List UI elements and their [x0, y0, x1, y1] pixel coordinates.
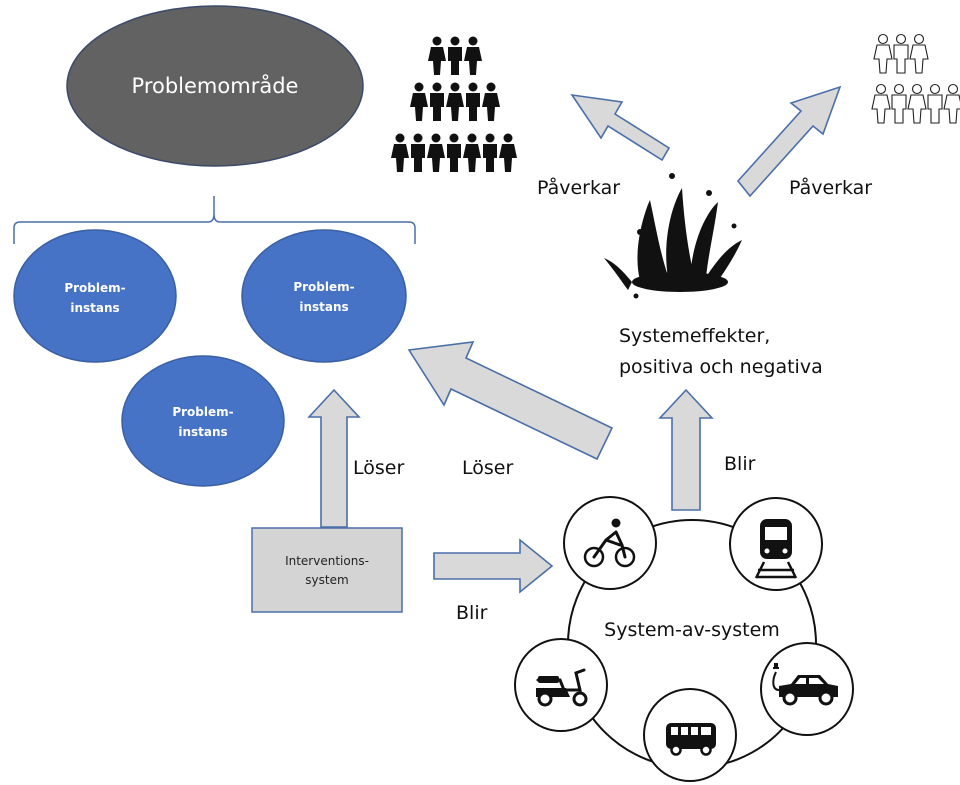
- label-loser-left: Löser: [353, 457, 404, 479]
- crowd-outline-icon: [871, 33, 960, 124]
- label-paverkar-left: Påverkar: [537, 176, 620, 199]
- problem-area-ellipse: [66, 5, 364, 167]
- problem-instance-1-line2: instans: [70, 301, 119, 315]
- problem-instance-2-line1: Problem-: [293, 280, 354, 294]
- intervention-line2: system: [305, 573, 348, 587]
- problem-instance-1-line1: Problem-: [64, 281, 125, 295]
- problem-instance-3: Problem- instans: [121, 355, 285, 487]
- label-paverkar-right: Påverkar: [789, 176, 872, 199]
- system-effects-line2: positiva och negativa: [619, 356, 823, 378]
- system-effects-line1: Systemeffekter,: [619, 325, 770, 347]
- bus-icon: [643, 688, 737, 782]
- arrow-paverkar-right: [736, 85, 842, 198]
- arrow-loser-diagonal: [407, 341, 614, 461]
- label-loser-right: Löser: [462, 457, 513, 479]
- problem-instance-3-line1: Problem-: [172, 405, 233, 419]
- intervention-line1: Interventions-: [285, 554, 369, 568]
- train-icon: [729, 497, 823, 591]
- arrow-blir-right: [433, 538, 554, 594]
- problem-instance-3-line2: instans: [178, 425, 227, 439]
- arrow-paverkar-left: [570, 93, 671, 162]
- crowd-filled-icon: [391, 36, 517, 172]
- label-blir-bottom: Blir: [456, 602, 488, 624]
- problem-area-label: Problemområde: [132, 73, 299, 98]
- splash-icon: [604, 173, 742, 299]
- problem-instance-1: Problem- instans: [13, 229, 177, 363]
- intervention-system-box: Interventions- system: [251, 527, 403, 613]
- system-of-systems-label: System-av-system: [604, 619, 780, 641]
- arrow-blir-up: [658, 388, 714, 511]
- electric-car-icon: [760, 642, 854, 736]
- scooter-icon: [514, 638, 608, 732]
- label-blir-up: Blir: [724, 453, 756, 475]
- arrow-loser-up: [307, 388, 361, 528]
- problem-instance-2-line2: instans: [299, 300, 348, 314]
- bicycle-icon: [563, 496, 657, 590]
- bracket: [13, 196, 416, 244]
- problem-instance-2: Problem- instans: [241, 229, 407, 363]
